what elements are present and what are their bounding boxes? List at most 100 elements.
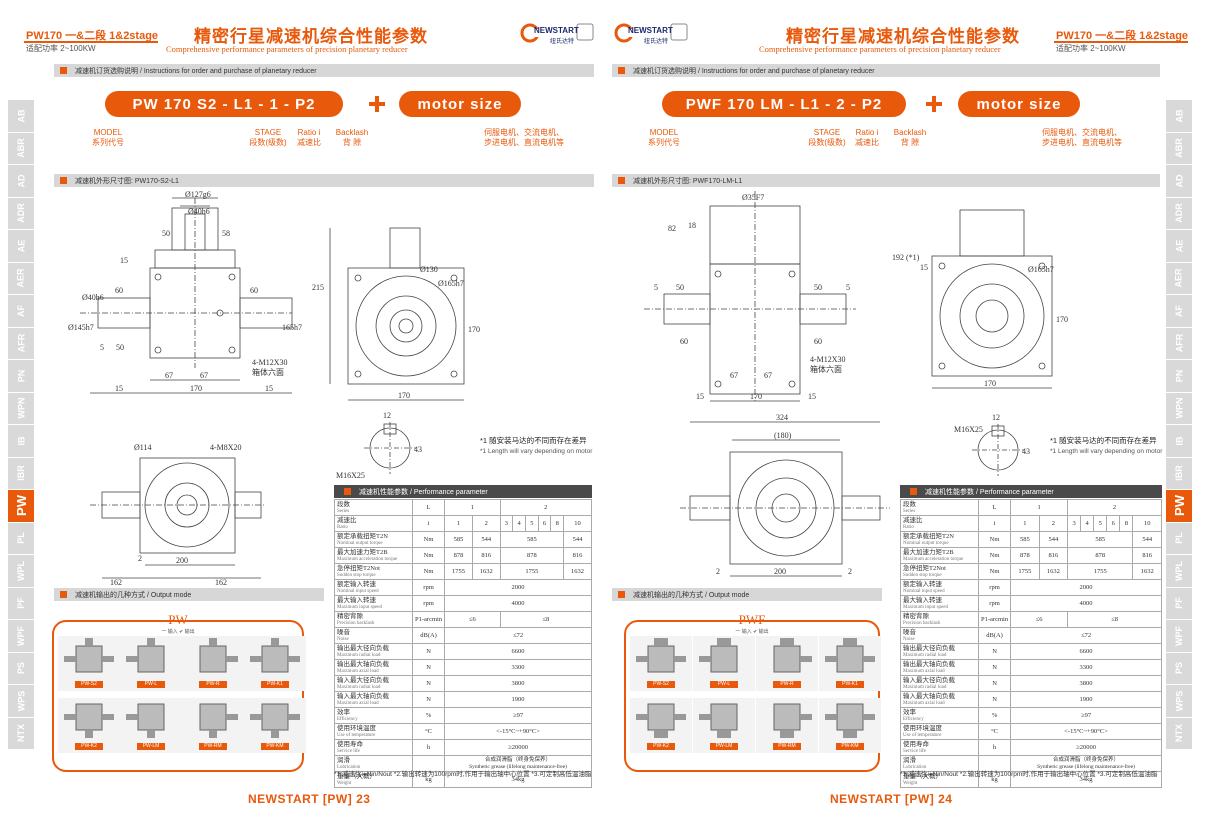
side-tab-label: AE (1173, 239, 1184, 253)
side-tab-pw[interactable]: PW (8, 490, 34, 523)
perf-value: 1 (444, 515, 473, 532)
side-tab-adr[interactable]: ADR (8, 197, 34, 230)
side-tab-pn[interactable]: PN (1166, 360, 1192, 393)
side-tab-pw[interactable]: PW (1166, 490, 1192, 523)
gearbox-icon (825, 703, 875, 738)
side-tab-label: IB (16, 436, 26, 446)
perf-value: ≤6 (444, 611, 501, 628)
side-tab-ad[interactable]: AD (1166, 165, 1192, 198)
perf-unit: N (977, 659, 1012, 676)
side-tab-ib[interactable]: IB (8, 425, 34, 458)
side-tab-ad[interactable]: AD (8, 165, 34, 198)
page-subtitle: Comprehensive performance parameters of … (759, 44, 1001, 54)
side-tab-abr[interactable]: ABR (8, 132, 34, 165)
perf-value: ≤72 (1010, 627, 1162, 644)
side-tab-ab[interactable]: AB (8, 100, 34, 133)
perf-value: 1 (1010, 515, 1040, 532)
perf-value: 816 (471, 547, 501, 564)
side-tab-ps[interactable]: PS (1166, 652, 1192, 685)
side-tab-wps[interactable]: WPS (8, 685, 34, 718)
brand-logo: NEWSTART 纽氏达特 (614, 20, 690, 48)
side-tab-pn[interactable]: PN (8, 360, 34, 393)
side-tab-pf[interactable]: PF (1166, 587, 1192, 620)
side-tab-pl[interactable]: PL (1166, 522, 1192, 555)
side-tab-afr[interactable]: AFR (8, 327, 34, 360)
dim-5-left: 5 (654, 283, 658, 292)
perf-value: 1 (444, 499, 501, 516)
shaft-detail-drawing: 12 43 M16X25 (954, 408, 1034, 483)
perf-value: 878 (1067, 547, 1134, 564)
side-tab-pl[interactable]: PL (8, 522, 34, 555)
side-tab-wpl[interactable]: WPL (8, 555, 34, 588)
side-tab-ibr[interactable]: IBR (1166, 457, 1192, 490)
perf-value: ≤8 (499, 611, 593, 628)
dim-58: 58 (222, 229, 230, 238)
side-tab-label: ADR (16, 203, 26, 224)
side-tab-aer[interactable]: AER (1166, 262, 1192, 295)
side-tab-wpn[interactable]: WPN (8, 392, 34, 425)
side-tab-ibr[interactable]: IBR (8, 457, 34, 490)
perf-value: 1755 (444, 563, 473, 580)
output-mode-legend: 一 输入 ✔ 输出 (161, 629, 195, 635)
perf-value: ≥20000 (444, 739, 592, 756)
bottom-view-svg: Ø114 4-M8X20 200 2 162 162 (90, 443, 265, 587)
dim-67-a: 67 (730, 371, 738, 380)
side-tab-wpl[interactable]: WPL (1166, 555, 1192, 588)
output-section-bar: 减速机输出的几种方式 / Output mode (612, 588, 882, 601)
side-tab-af[interactable]: AF (1166, 295, 1192, 328)
brand-logo-icon (614, 23, 688, 43)
side-tab-af[interactable]: AF (8, 295, 34, 328)
dim-170-bottom: 170 (984, 379, 996, 388)
brand-name: NEWSTART (628, 26, 673, 35)
shaft-detail-drawing: 12 43 M16X25 (336, 408, 430, 483)
side-tab-label: WPF (1174, 625, 1184, 646)
side-tab-wpn[interactable]: WPN (1166, 392, 1192, 425)
side-view-drawing: 215 Ø130 Ø165h7 170 170 (310, 210, 490, 410)
side-tab-ab[interactable]: AB (1166, 100, 1192, 133)
side-tab-label: NTX (16, 724, 26, 743)
side-tab-aer[interactable]: AER (8, 262, 34, 295)
side-tab-ae[interactable]: AE (8, 230, 34, 263)
dim-50: 50 (676, 283, 684, 292)
side-tab-label: PL (15, 532, 26, 545)
output-mode-cell: PW-S2 (630, 636, 692, 691)
side-tab-pf[interactable]: PF (8, 587, 34, 620)
side-tab-wpf[interactable]: WPF (8, 620, 34, 653)
output-mode-title: PWF (738, 612, 766, 627)
bottom-view-drawing: 324 (180) 200 2 2 (670, 413, 900, 584)
label-motor: 伺服电机、交流电机、步进电机、直流电机等 (484, 128, 564, 147)
side-tab-ae[interactable]: AE (1166, 230, 1192, 263)
side-tab-ntx[interactable]: NTX (8, 717, 34, 750)
perf-value: 4 (512, 515, 526, 532)
side-tab-abr[interactable]: ABR (1166, 132, 1192, 165)
side-tab-ntx[interactable]: NTX (1166, 717, 1192, 750)
side-tab-ps[interactable]: PS (8, 652, 34, 685)
side-tab-label: AFR (1174, 334, 1184, 353)
front-view-svg: Ø127g6 Ø40h6 50 58 15 60 60 Ø40h6 Ø145h7… (68, 190, 302, 394)
side-tab-label: ABR (1174, 138, 1184, 159)
side-tab-wpf[interactable]: WPF (1166, 620, 1192, 653)
side-tab-label: WPS (1173, 690, 1184, 712)
side-tab-wps[interactable]: WPS (1166, 685, 1192, 718)
page-footer-left: NEWSTART [PW] 23 (248, 792, 371, 806)
side-tab-ib[interactable]: IB (1166, 425, 1192, 458)
side-tab-afr[interactable]: AFR (1166, 327, 1192, 360)
side-tab-label: AF (16, 304, 26, 317)
side-tab-adr[interactable]: ADR (1166, 197, 1192, 230)
dim-5-right: 5 (846, 283, 850, 292)
perf-unit: N (977, 675, 1012, 692)
gearbox-icon (773, 703, 812, 738)
perf-header-left: 减速机性能参数 / Performance parameter (334, 485, 592, 498)
